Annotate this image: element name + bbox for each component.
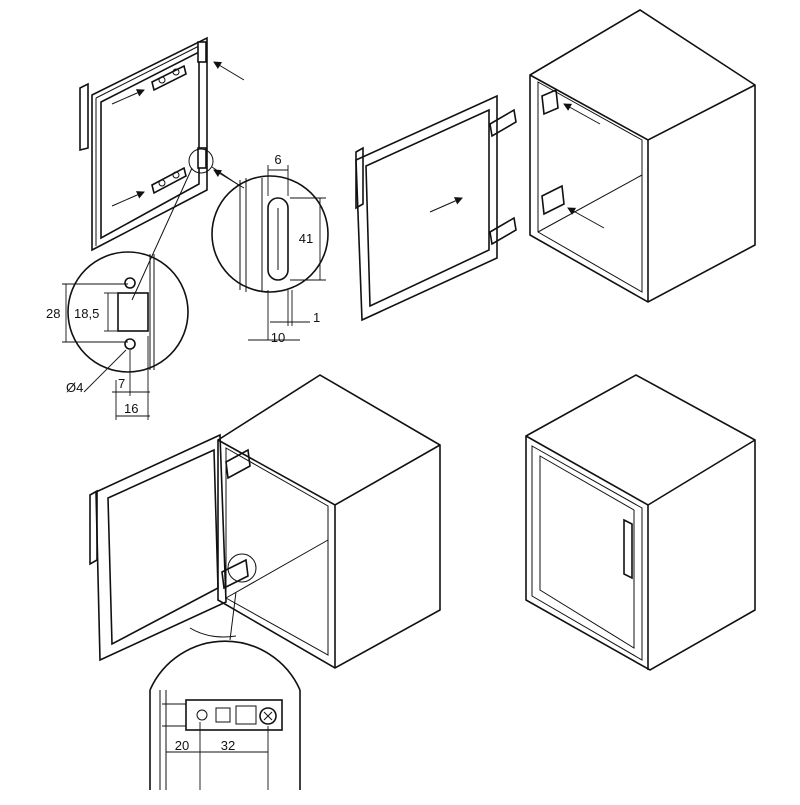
slot-detail: 6 41 1 10	[211, 152, 329, 345]
hole-icon	[124, 277, 136, 289]
hinge-icon	[225, 448, 251, 480]
slot-shape	[267, 197, 289, 281]
insert-arrow	[111, 89, 145, 105]
mounting-plate	[197, 147, 207, 169]
insert-arrow	[429, 197, 463, 213]
door-frame-outer	[95, 433, 227, 662]
dim-slot-width: 6	[274, 152, 281, 167]
dim-hinge-offset: 20	[175, 738, 189, 753]
dim-plate-height: 28	[46, 306, 60, 321]
step-door-open	[89, 374, 441, 669]
door-frame-outer	[531, 445, 643, 661]
cabinet-outline	[529, 9, 756, 303]
door-handle	[79, 82, 89, 152]
detail-magnifier	[149, 640, 301, 691]
door-frame-outer	[355, 94, 498, 322]
hinge-plate	[185, 699, 283, 731]
plate-window	[117, 292, 149, 332]
detail-marker	[227, 553, 257, 583]
hinge-icon	[151, 64, 187, 92]
dim-hinge-spacing: 32	[221, 738, 235, 753]
cabinet-outline	[217, 374, 441, 669]
door-frame-outer	[91, 36, 208, 252]
step-door-frame	[79, 36, 245, 301]
hinge-detail: 20 32	[149, 640, 301, 790]
dim-plate-edge: 16	[124, 401, 138, 416]
door-frame-inner	[100, 50, 200, 240]
mounting-plate	[197, 41, 207, 63]
hinge-icon	[221, 558, 249, 590]
dim-slot-height: 41	[299, 231, 313, 246]
hinge-icon	[489, 216, 517, 246]
hinge-icon	[151, 166, 187, 195]
detail-magnifier	[211, 175, 329, 293]
detail-marker	[188, 148, 214, 174]
door-handle	[623, 518, 633, 580]
door-handle	[89, 489, 98, 566]
dim-plate-window: 18,5	[74, 306, 99, 321]
dim-hole-diameter: Ø4	[66, 380, 83, 395]
door-frame-inner	[365, 108, 490, 308]
dim-hole-offset: 7	[118, 376, 125, 391]
door-handle	[355, 146, 364, 210]
insert-arrow	[111, 191, 145, 207]
mounting-plate	[541, 184, 565, 216]
hinge-icon	[489, 108, 517, 138]
hole-icon	[124, 338, 136, 350]
mounting-plate	[541, 88, 559, 116]
door-frame-inner	[539, 455, 635, 649]
plate-detail: 28 18,5 Ø4 7 16	[46, 251, 189, 420]
step-mount-door	[355, 9, 756, 322]
step-closed	[525, 374, 756, 671]
dim-slot-distance: 10	[271, 330, 285, 345]
cabinet-outline	[525, 374, 756, 671]
detail-magnifier	[67, 251, 189, 373]
insert-arrow	[567, 207, 605, 229]
door-frame-inner	[107, 448, 219, 646]
insert-arrow	[563, 103, 601, 125]
insert-arrow	[213, 61, 245, 81]
dim-slot-offset: 1	[313, 310, 320, 325]
screw-icon	[259, 707, 277, 725]
